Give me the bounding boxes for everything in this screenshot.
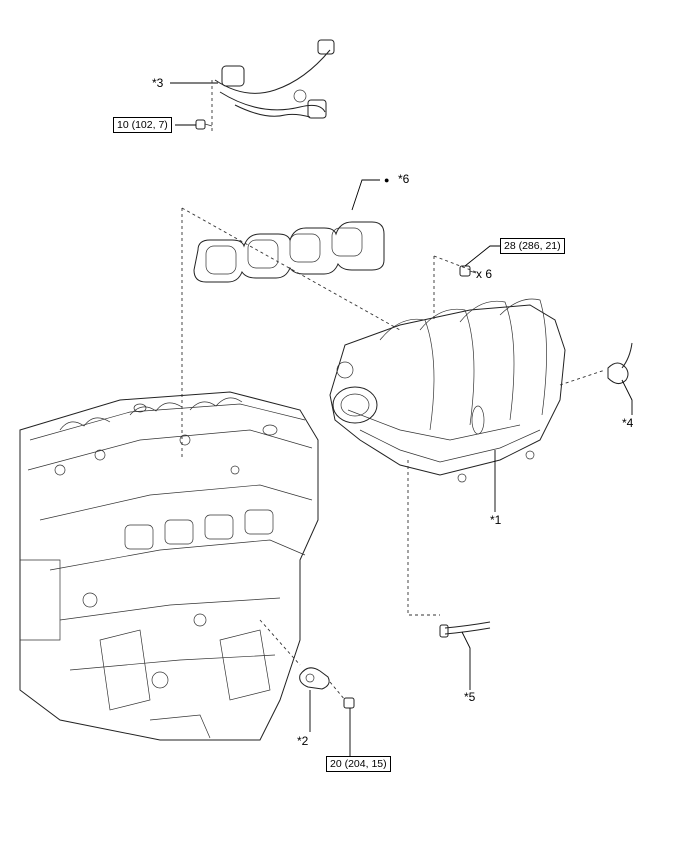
- wire-harness: [214, 39, 335, 119]
- callout-5: *5: [464, 690, 476, 704]
- intake-gasket: [193, 221, 385, 283]
- vacuum-hose: [439, 621, 491, 638]
- non-reusable-mark: ●: [384, 175, 390, 185]
- callout-6: *6: [398, 172, 410, 186]
- torque-harness-bolt: 10 (102, 7): [113, 117, 172, 133]
- torque-manifold-bolts: 28 (286, 21): [500, 238, 565, 254]
- callout-4: *4: [622, 416, 634, 430]
- leader-6: [351, 179, 380, 211]
- intake-manifold: [329, 298, 566, 483]
- sensor-connector: [607, 342, 633, 384]
- engine-block: [19, 391, 319, 741]
- bolt-quantity: x 6: [476, 267, 493, 281]
- installation-guide-lines: [181, 80, 606, 701]
- leader-5: [461, 631, 471, 690]
- sensor-bolt: [343, 697, 355, 709]
- leader-4: [621, 379, 633, 415]
- callout-3: *3: [152, 76, 164, 90]
- knock-sensor: [299, 667, 330, 690]
- callout-1: *1: [490, 513, 502, 527]
- harness-bolt: [195, 119, 213, 130]
- torque-sensor-bolt: 20 (204, 15): [326, 756, 391, 772]
- callout-2: *2: [297, 734, 309, 748]
- leader-torque-manifold: [464, 245, 500, 267]
